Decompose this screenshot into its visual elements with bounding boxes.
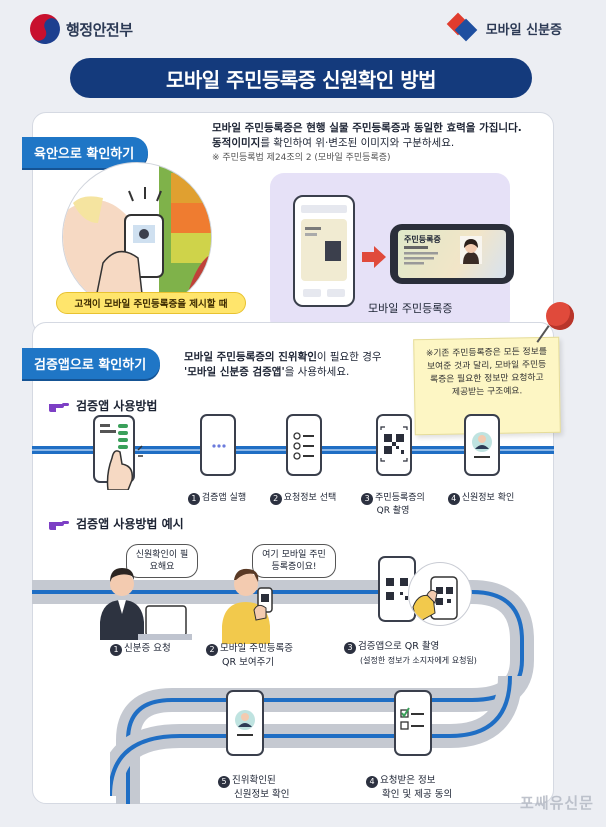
step-3-text2: QR 촬영 (376, 506, 410, 516)
ministry-logo: 행정안전부 (24, 8, 133, 50)
section-tab-visual: 육안으로 확인하기 (22, 137, 149, 168)
ministry-name: 행정안전부 (66, 20, 133, 39)
mobile-id-app-phone (293, 195, 355, 307)
step-1-text: 검증앱 실행 (201, 493, 247, 503)
checklist-icon (400, 707, 424, 730)
desc-b-bold: '모바일 신분증 검증앱' (184, 366, 285, 378)
app-check-description: 모바일 주민등록증의 진위확인이 필요한 경우 '모바일 신분증 검증앱'을 사… (184, 350, 428, 380)
desc-a-rest: 이 필요한 경우 (316, 351, 382, 363)
example-4-text2: 확인 및 제공 동의 (382, 789, 453, 800)
winding-road-lower (110, 676, 522, 796)
visual-check-description: 모바일 주민등록증은 현행 실물 주민등록증과 동일한 효력을 가집니다. 동적… (212, 121, 552, 166)
qr-code-icon (386, 578, 408, 600)
customer-presenting-illustration (62, 162, 212, 312)
pointing-hand-icon (49, 520, 69, 530)
usage-heading: 검증앱 사용방법 (48, 397, 157, 414)
card-text-lines (404, 246, 438, 265)
example-4-num: 4 (366, 776, 378, 788)
step-4-num: 4 (447, 493, 460, 505)
example-1-text: 신분증 요청 (124, 643, 171, 654)
example-1-num: 1 (110, 644, 122, 656)
desc-a-bold: 모바일 주민등록증의 진위확인 (184, 351, 317, 363)
step-3-num: 3 (361, 493, 374, 505)
section-tab-app: 검증앱으로 확인하기 (22, 348, 161, 379)
arrow-right-icon (362, 246, 386, 268)
step-1-phone (200, 414, 236, 476)
watermark: 포쌔유신문 (519, 794, 594, 812)
person-avatar-icon (235, 710, 255, 736)
example-3-text: 검증앱으로 QR 촬영 (358, 641, 440, 652)
example-5-text2: 신원정보 확인 (234, 789, 290, 800)
example-5-phone (226, 690, 264, 756)
example-4-text: 요청받은 정보 (380, 775, 436, 786)
step-4-phone (464, 414, 500, 476)
speech-bubble-clerk: 신원확인이 필요해요 (126, 544, 198, 578)
example-heading: 검증앱 사용방법 예시 (48, 515, 184, 532)
service-name: 모바일 신분증 (485, 22, 562, 38)
mobile-id-label: 모바일 주민등록증 (368, 302, 453, 315)
example-2-text: 모바일 주민등록증 (220, 643, 293, 654)
example-2-text2: QR 보여주기 (222, 657, 275, 668)
pointing-hand-icon (49, 402, 69, 412)
desc-b-rest: 을 사용하세요. (284, 366, 350, 378)
id-photo (460, 236, 482, 264)
usage-heading-text: 검증앱 사용방법 (76, 399, 158, 413)
example-3-text2: (설정한 정보가 소지자에게 요청됨) (360, 656, 477, 665)
example-heading-text: 검증앱 사용방법 예시 (76, 517, 184, 531)
mobile-id-card-screen: 주민등록증 (398, 230, 506, 278)
example-5-text: 진위확인된 (232, 775, 276, 786)
step-2-num: 2 (269, 493, 282, 505)
qr-code-icon (380, 426, 408, 462)
person-avatar-icon (472, 432, 492, 458)
clerk-illustration (88, 562, 192, 640)
example-4-phone (394, 690, 432, 756)
mobile-id-logo-icon (446, 12, 478, 42)
customer-illustration (214, 562, 290, 644)
desc-line1: 모바일 주민등록증은 현행 실물 주민등록증과 동일한 효력을 가집니다. (212, 122, 522, 134)
example-3-num: 3 (344, 642, 356, 654)
presenting-caption: 고객이 모바일 주민등록증을 제시할 때 (56, 292, 246, 314)
example-5-num: 5 (218, 776, 230, 788)
service-logo: 모바일 신분증 (446, 12, 562, 42)
step-3-text: 주민등록증의 (375, 493, 425, 503)
step-1-illustration (88, 414, 144, 491)
pushpin-icon (546, 302, 574, 330)
taegeuk-icon (24, 8, 66, 50)
step-2-text: 요청정보 선택 (283, 493, 337, 503)
page-title: 모바일 주민등록증 신원확인 방법 (70, 58, 532, 98)
speech-bubble-customer: 여기 모바일 주민등록증이요! (252, 544, 336, 578)
card-title: 주민등록증 (404, 235, 441, 244)
law-note: ※ 주민등록법 제24조의 2 (모바일 주민등록증) (212, 153, 391, 163)
step-2-phone (286, 414, 322, 476)
step-4-text: 신원정보 확인 (461, 493, 515, 503)
desc-line2-bold: 동적이미지 (212, 137, 261, 149)
qr-scan-zoom-illustration (408, 562, 472, 626)
example-2-num: 2 (206, 644, 218, 656)
desc-line2-rest: 를 확인하여 위·변조된 이미지와 구분하세요. (260, 137, 455, 149)
step-3-phone (376, 414, 412, 476)
step-1-num: 1 (187, 493, 200, 505)
